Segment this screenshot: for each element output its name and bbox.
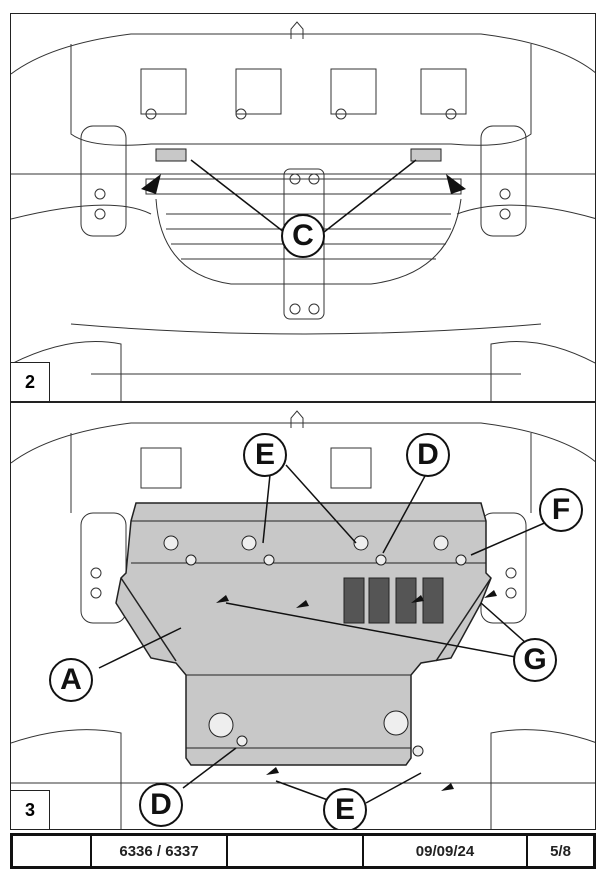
footer-part-numbers: 6336 / 6337 xyxy=(92,836,228,866)
figure-number: 2 xyxy=(11,362,50,401)
callout-c: C xyxy=(281,214,325,258)
callout-g: G xyxy=(513,638,557,682)
figure-3-panel: E D F A G D E 3 xyxy=(10,402,596,830)
figure-number: 3 xyxy=(11,790,50,829)
callout-e-bottom: E xyxy=(323,788,367,829)
footer-date: 09/09/24 xyxy=(364,836,528,866)
callout-a: A xyxy=(49,658,93,702)
footer-table: 6336 / 6337 09/09/24 5/8 xyxy=(10,833,596,869)
figure-3-drawing xyxy=(11,410,595,829)
figure-2-drawing xyxy=(11,21,595,401)
callout-e-top: E xyxy=(243,433,287,477)
footer-blank-cell xyxy=(228,836,364,866)
figure-2-panel: C 2 xyxy=(10,13,596,402)
footer-logo-cell xyxy=(13,836,92,866)
footer-page-number: 5/8 xyxy=(550,842,571,860)
callout-d-bottom: D xyxy=(139,783,183,827)
skid-plate xyxy=(115,502,492,766)
callout-f: F xyxy=(539,488,583,532)
callout-d-top: D xyxy=(406,433,450,477)
